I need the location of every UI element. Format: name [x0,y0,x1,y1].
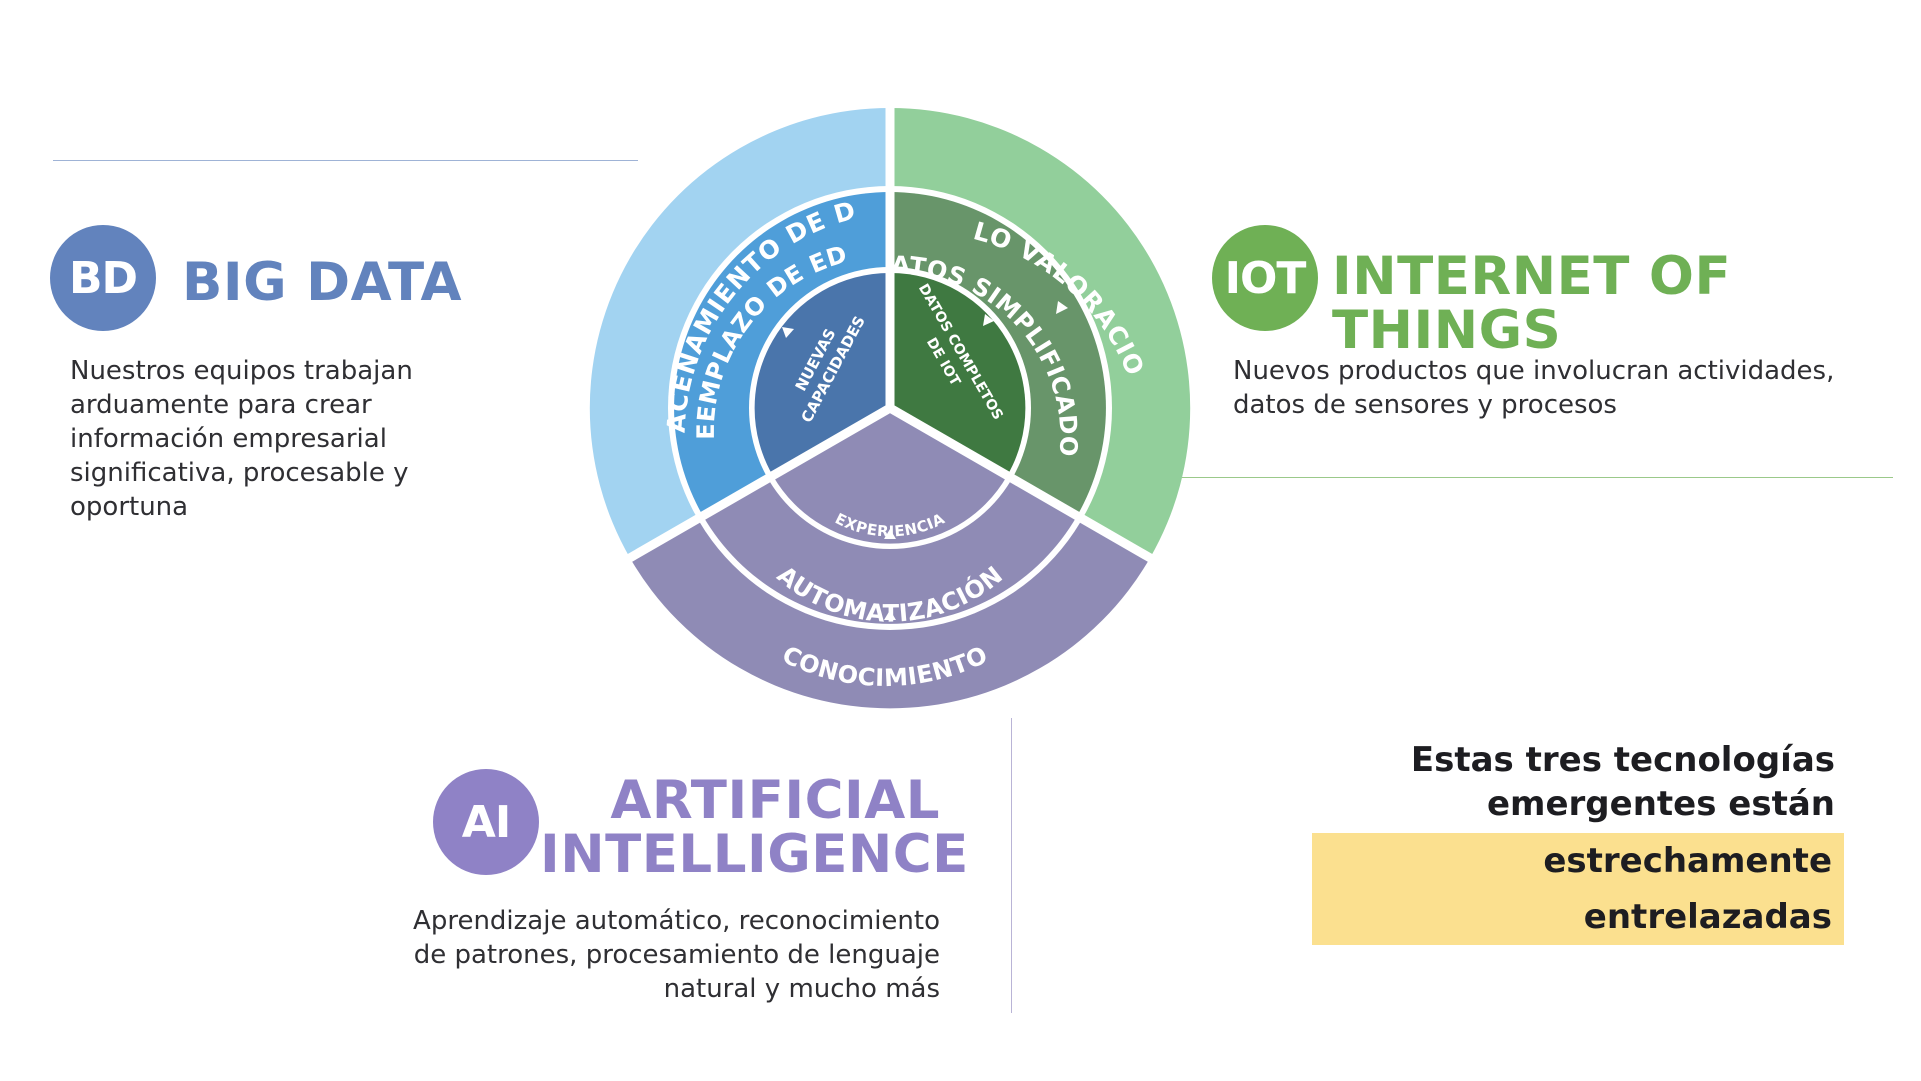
ai-badge-icon: AI [433,769,539,875]
divider-left [625,404,893,563]
big-data-top-rule [53,160,638,161]
ai-title-line1: ARTIFICIAL [610,770,940,831]
segment-ai-inner [773,408,1007,544]
arrow-marker-iot-inner [983,314,994,326]
arrow-marker-iot-middle [1056,301,1068,314]
iot-title: INTERNET OF THINGS [1332,246,1732,361]
divider-right [887,404,1155,563]
iot-badge-icon: IOT [1212,225,1318,331]
ai-divider [1011,718,1012,1013]
ai-title-line2: INTELLIGENCE [540,824,969,885]
big-data-badge-icon: BD [50,225,156,331]
emerging-tech-diagram: ALMACENAMIENTO DE DATOS REEMPLAZO DE EDW… [577,85,1191,709]
tagline-line1: Estas tres tecnologías [1410,740,1835,780]
arrow-marker-bd-inner [782,327,794,338]
iot-description: Nuevos productos que involucran activida… [1233,356,1835,420]
ai-description: Aprendizaje automático, reconocimiento d… [413,906,940,1004]
arrow-marker-ai-inner [884,529,896,539]
arrow-marker-ai-middle [884,610,896,620]
tagline-highlight: estrechamente entrelazadas [1312,833,1844,945]
big-data-description: Nuestros equipos trabajan arduamente par… [70,356,413,522]
iot-bottom-rule [1180,477,1893,478]
big-data-title: BIG DATA [182,252,463,313]
tagline-line2: emergentes están [1486,784,1835,824]
